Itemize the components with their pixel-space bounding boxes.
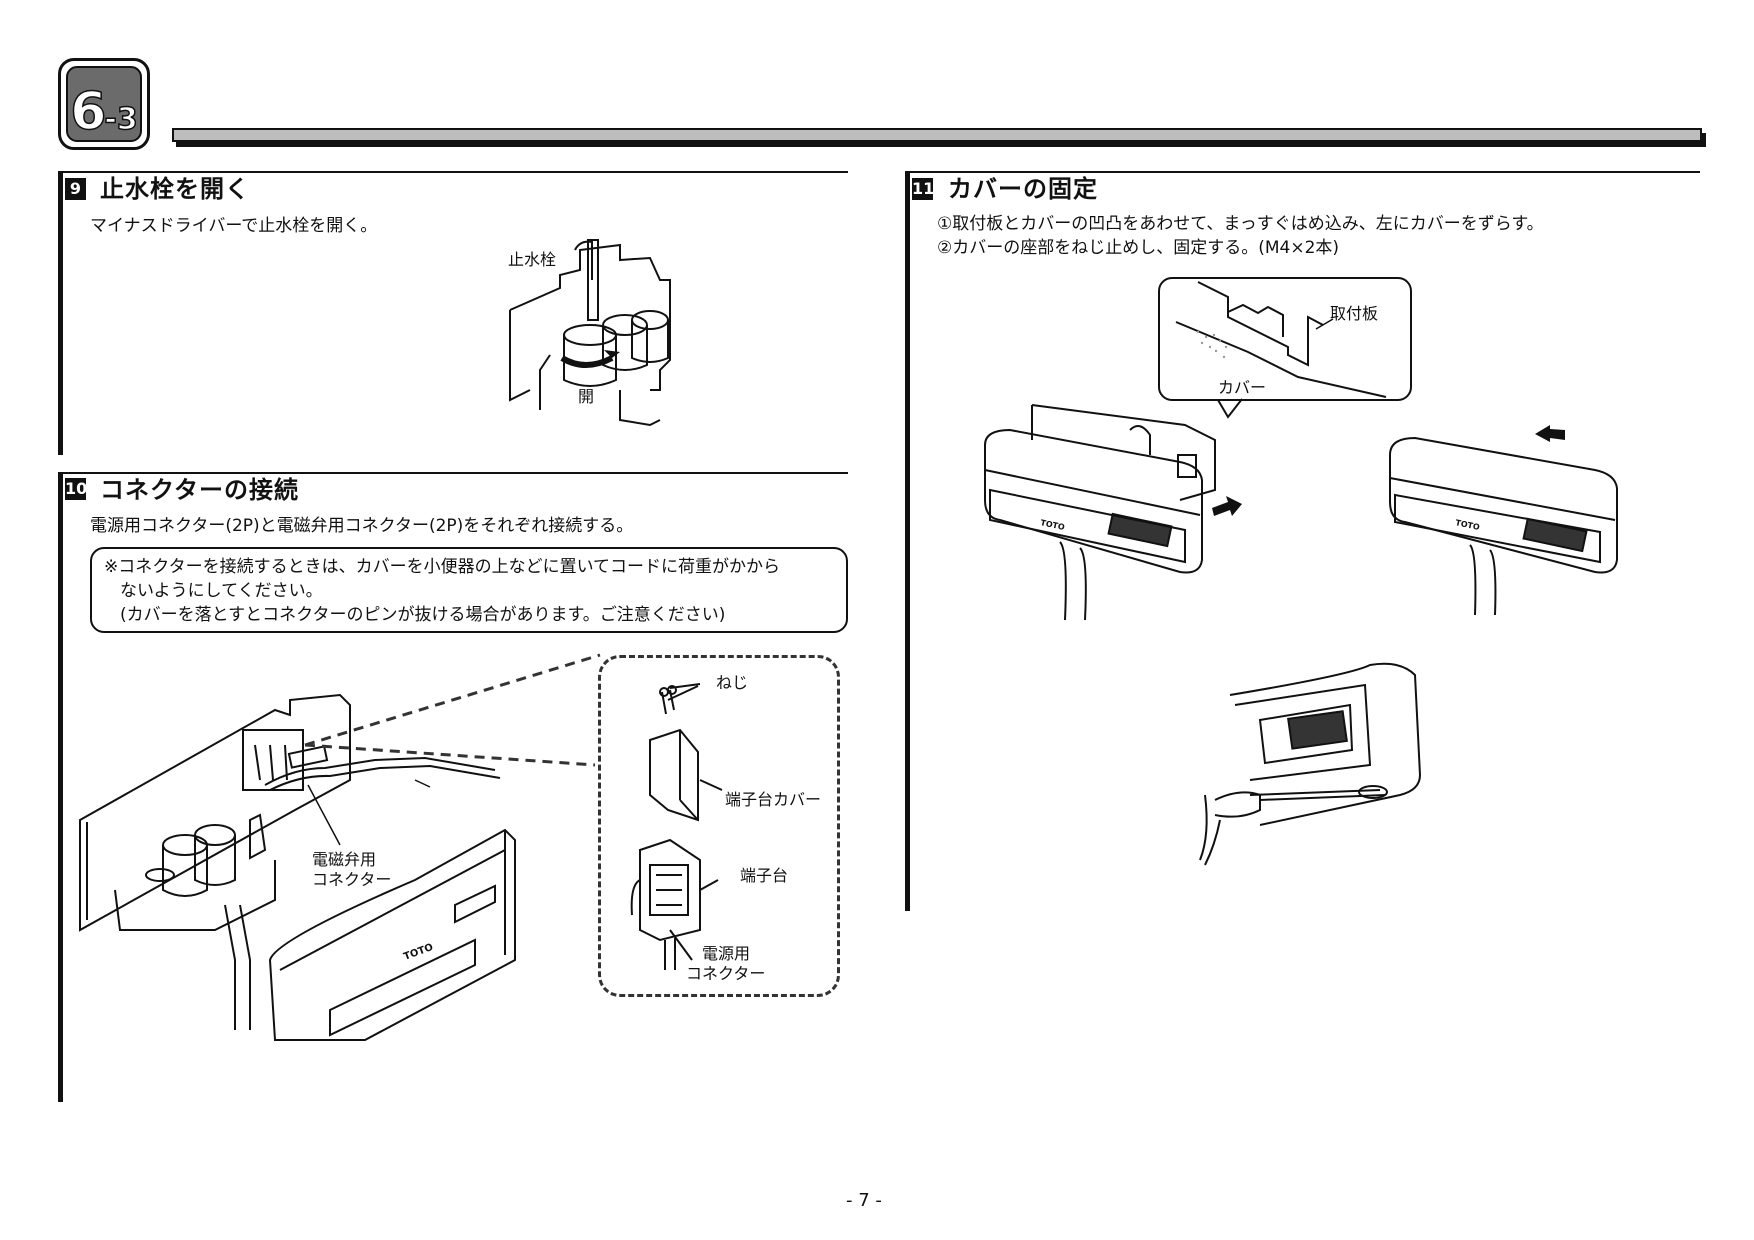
mounting-detail-illustration: [1175, 281, 1387, 419]
cover-label: カバー: [1218, 378, 1267, 397]
screwdriver-illustration: [1199, 662, 1422, 866]
solenoid-connector-label-2: コネクター: [312, 870, 392, 889]
section-10-number: 10: [65, 478, 88, 500]
detail-callout: [598, 655, 840, 997]
solenoid-leader: [307, 784, 341, 846]
caution-note-line-3: (カバーを落とすとコネクターのピンが抜ける場合があります。ご注意ください): [120, 605, 726, 625]
valve-label: 止水栓: [508, 250, 557, 269]
section-11-number: 11: [912, 178, 935, 200]
screw-label: ねじ: [716, 673, 749, 692]
power-connector-label-2: コネクター: [686, 964, 766, 983]
valve-illustration: [509, 239, 671, 427]
cover-slid-illustration: TOTO: [1389, 425, 1618, 616]
cover-brand-2: TOTO: [1455, 518, 1481, 532]
cover-attach-illustration: TOTO: [984, 404, 1242, 621]
section-badge: 6-3: [58, 58, 150, 150]
section-11-border: [905, 171, 910, 911]
open-label: 開: [578, 387, 595, 406]
section-10-rule: [58, 472, 848, 474]
section-11-title: カバーの固定: [948, 175, 1098, 203]
section-11-rule: [905, 171, 1700, 173]
terminal-block-label: 端子台: [740, 866, 789, 885]
solenoid-connector-label-1: 電磁弁用: [312, 850, 377, 869]
power-connector-label-1: 電源用: [702, 944, 751, 963]
cover-brand-1: TOTO: [1040, 518, 1066, 532]
section-9-rule: [58, 171, 848, 173]
section-9-title: 止水栓を開く: [100, 175, 250, 203]
mounting-plate-label: 取付板: [1330, 304, 1379, 323]
detail-illustration: [630, 683, 723, 970]
title-rule: [172, 128, 1702, 142]
page-number: - 7 -: [846, 1190, 882, 1211]
section-badge-main: 6: [69, 81, 107, 143]
section-10-border: [58, 472, 63, 1102]
section-11-step-1: ①取付板とカバーの凹凸をあわせて、まっすぐはめ込み、左にカバーをずらす。: [937, 214, 1544, 234]
section-9-number: 9: [65, 178, 86, 200]
section-10-instruction: 電源用コネクター(2P)と電磁弁用コネクター(2P)をそれぞれ接続する。: [90, 516, 634, 536]
terminal-cover-label: 端子台カバー: [725, 790, 822, 809]
section-9-instruction: マイナスドライバーで止水栓を開く。: [90, 216, 378, 236]
cover-brand: TOTO: [402, 942, 435, 963]
connector-illustration: TOTO: [79, 693, 516, 1041]
callout-dash-connector: [304, 653, 601, 767]
section-10-title: コネクターの接続: [100, 476, 300, 504]
section-11-step-2: ②カバーの座部をねじ止めし、固定する。(M4×2本): [937, 238, 1340, 258]
mounting-detail-bubble: [1158, 277, 1412, 401]
section-badge-sub: -3: [104, 101, 139, 138]
section-9-border: [58, 171, 63, 455]
caution-note-line-2: ないようにしてください。: [120, 581, 323, 601]
caution-note-line-1: ※コネクターを接続するときは、カバーを小便器の上などに置いてコードに荷重がかから: [104, 557, 781, 577]
caution-note: ※コネクターを接続するときは、カバーを小便器の上などに置いてコードに荷重がかから…: [90, 547, 848, 633]
